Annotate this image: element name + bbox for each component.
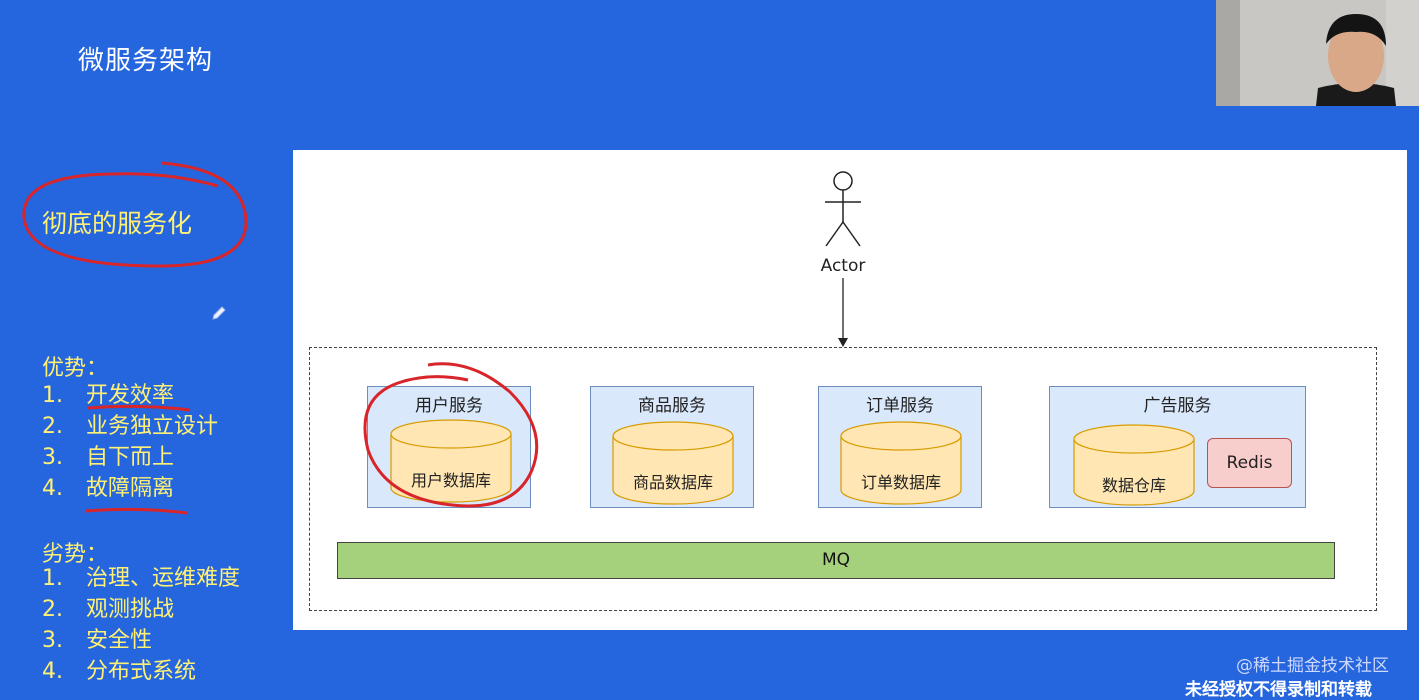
advantages-list: 1.开发效率 2.业务独立设计 3.自下而上 4.故障隔离 <box>42 380 218 504</box>
actor-icon <box>825 171 861 247</box>
annotation-underline <box>87 404 191 412</box>
service-product: 商品服务 商品数据库 <box>590 386 754 508</box>
disadvantages-title: 劣势： <box>42 542 109 567</box>
mq-bar: MQ <box>337 542 1335 579</box>
services-frame <box>309 347 1377 611</box>
actor-label: Actor <box>820 256 866 276</box>
service-order: 订单服务 订单数据库 <box>818 386 982 508</box>
webcam-view <box>1216 0 1419 106</box>
service-title: 用户服务 <box>415 396 483 416</box>
list-item: 3.自下而上 <box>42 445 175 470</box>
advantages-title: 优势： <box>42 356 109 381</box>
service-title: 商品服务 <box>638 396 706 416</box>
watermark: @稀土掘金技术社区 <box>1236 656 1389 676</box>
database-icon <box>612 421 734 505</box>
list-item: 4.分布式系统 <box>42 659 197 684</box>
database-label: 商品数据库 <box>632 473 713 492</box>
database-icon <box>840 421 962 505</box>
list-item: 3.安全性 <box>42 628 153 653</box>
slide-title: 微服务架构 <box>78 46 214 76</box>
list-item: 2.业务独立设计 <box>42 414 219 439</box>
service-title: 订单服务 <box>866 396 934 416</box>
database-label: 数据仓库 <box>1101 476 1166 495</box>
arrow-head-icon <box>838 338 848 347</box>
annotation-circle <box>22 161 248 268</box>
list-item: 1.治理、运维难度 <box>42 566 241 591</box>
database-label: 订单数据库 <box>860 473 941 492</box>
service-user: 用户服务 用户数据库 <box>367 386 531 508</box>
database-label: 用户数据库 <box>410 471 491 490</box>
copyright-notice: 未经授权不得录制和转载 <box>1185 680 1372 700</box>
disadvantages-list: 1.治理、运维难度 2.观测挑战 3.安全性 4.分布式系统 <box>42 563 240 687</box>
list-item: 4.故障隔离 <box>42 476 175 501</box>
database-icon <box>390 419 512 503</box>
pencil-icon <box>210 304 228 326</box>
service-title: 广告服务 <box>1143 396 1212 416</box>
list-item: 1.开发效率 <box>42 383 175 408</box>
database-icon <box>1073 424 1195 506</box>
highlight-text: 彻底的服务化 <box>42 209 193 238</box>
list-item: 2.观测挑战 <box>42 597 175 622</box>
annotation-underline <box>85 507 188 515</box>
redis-box: Redis <box>1207 438 1292 488</box>
presenter-photo <box>1216 0 1419 106</box>
annotation-circle <box>363 362 539 508</box>
